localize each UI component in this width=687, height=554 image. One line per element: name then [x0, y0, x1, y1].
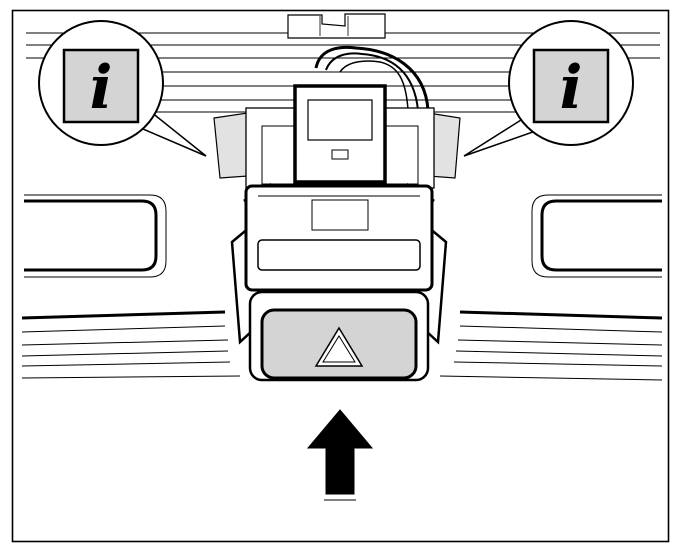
left-info-callout: i	[38, 20, 207, 157]
left-dashboard-recess	[24, 194, 167, 278]
info-icon: i	[90, 53, 113, 123]
arrow-up-icon	[306, 409, 374, 501]
switch-connector-body	[245, 84, 435, 189]
wiring-harness	[314, 45, 430, 111]
mounting-bracket	[287, 13, 386, 39]
switch-housing	[244, 184, 434, 292]
dashboard-lower-trim-lines	[21, 310, 663, 381]
info-icon: i	[560, 53, 583, 123]
hazard-switch-button	[248, 290, 430, 382]
right-dashboard-recess	[531, 194, 662, 278]
hazard-triangle-icon	[314, 326, 364, 367]
right-info-callout: i	[463, 20, 634, 157]
